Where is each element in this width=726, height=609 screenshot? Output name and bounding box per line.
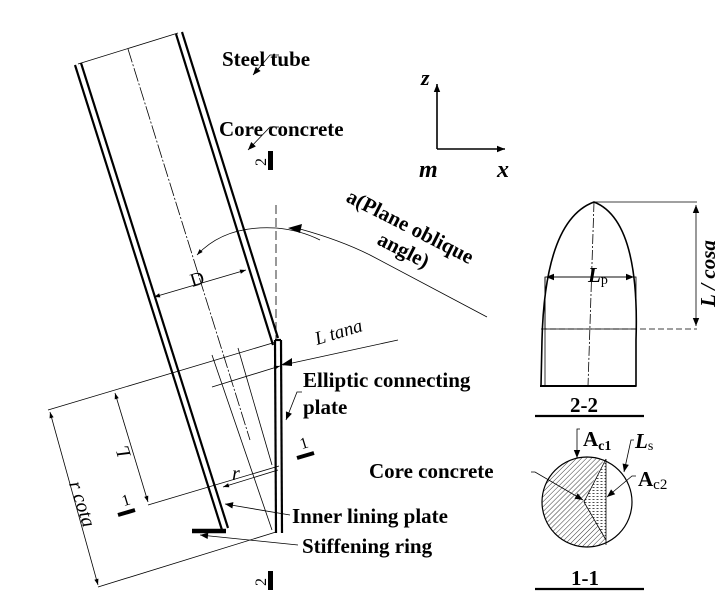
inner-lining-leader <box>224 502 291 516</box>
label-elliptic-plate-1: Elliptic connecting <box>303 368 471 392</box>
label-section-1-left: 1 <box>120 491 133 510</box>
label-elliptic-plate-2: plate <box>303 395 347 419</box>
right-wall-inner <box>180 31 280 339</box>
z-axis-label: z <box>420 65 430 90</box>
height-label: L / cosa <box>696 240 720 308</box>
section-1-1-title: 1-1 <box>571 566 599 590</box>
steel-tube <box>73 31 280 531</box>
right-wall-outer <box>174 33 275 346</box>
label-section-2-top: 2 <box>253 158 270 166</box>
elliptic-plate-leader <box>285 391 302 421</box>
oblique-angle-arrowhead <box>288 224 302 233</box>
section-mark-2-top <box>268 151 273 170</box>
stiffening-ring-leader <box>199 532 299 546</box>
steel-tube-leader <box>252 54 279 76</box>
diameter-dimension <box>153 269 247 298</box>
section-2-2-title: 2-2 <box>570 393 598 417</box>
elliptic-connecting-plate <box>273 338 284 534</box>
section-circle <box>541 456 633 548</box>
label-r: r <box>232 463 240 485</box>
r-dimension <box>222 469 279 488</box>
l-tan-arrowhead <box>281 358 292 366</box>
ac1-leader <box>573 428 581 458</box>
core-concrete-label-1-1: Core concrete <box>369 459 494 483</box>
ls-label: Ls <box>634 429 653 454</box>
label-steel-tube: Steel tube <box>222 47 310 71</box>
section-mark-2-bottom <box>268 571 273 590</box>
core-concrete-leader <box>247 126 279 151</box>
ac2-edge-bottom <box>583 501 607 541</box>
ext-line-bottom <box>97 531 277 588</box>
label-L: L <box>111 443 136 461</box>
label-diameter: D <box>188 268 207 292</box>
section-1-1: Core concrete Ac1 Ls Ac2 1-1 <box>369 427 667 591</box>
label-core-concrete: Core concrete <box>219 117 344 141</box>
ac2-label: Ac2 <box>638 467 667 493</box>
label-l-tan: L tana <box>311 315 365 350</box>
ac2-leader <box>606 475 636 498</box>
section-mark-1-right <box>296 451 315 460</box>
region-ac2 <box>584 460 606 540</box>
ls-leader <box>622 439 634 473</box>
ac2-edge-top <box>583 458 607 503</box>
tube-centerline <box>127 48 251 441</box>
section-centerline <box>587 201 595 387</box>
section-2-2: Lp L / cosa 2-2 <box>535 201 720 418</box>
width-label: Lp <box>587 263 608 288</box>
core-concrete-leader-1-1 <box>531 471 584 501</box>
label-stiffening-ring: Stiffening ring <box>302 534 433 558</box>
oblique-angle-leader <box>299 228 488 318</box>
tube-top-edge <box>77 32 179 65</box>
ext-line-L-bottom <box>147 465 280 506</box>
label-section-1-right: 1 <box>298 434 311 453</box>
label-r-cot: r cota <box>64 478 100 530</box>
l-tan-leader <box>282 339 399 366</box>
r-cot-dimension <box>49 411 99 586</box>
ext-line-top <box>47 341 277 411</box>
label-section-2-bottom: 2 <box>253 578 270 586</box>
oblique-angle-arc <box>196 227 321 256</box>
origin-label: m <box>419 157 438 183</box>
offset-line <box>237 347 273 466</box>
L-dimension <box>114 392 149 503</box>
x-axis-label: x <box>496 157 509 183</box>
ac1-label: Ac1 <box>583 427 611 454</box>
label-inner-lining-plate: Inner lining plate <box>292 504 448 528</box>
section-mark-1-left <box>117 508 136 517</box>
left-wall-outer <box>73 64 224 531</box>
axes-triad: z x m <box>419 65 509 183</box>
